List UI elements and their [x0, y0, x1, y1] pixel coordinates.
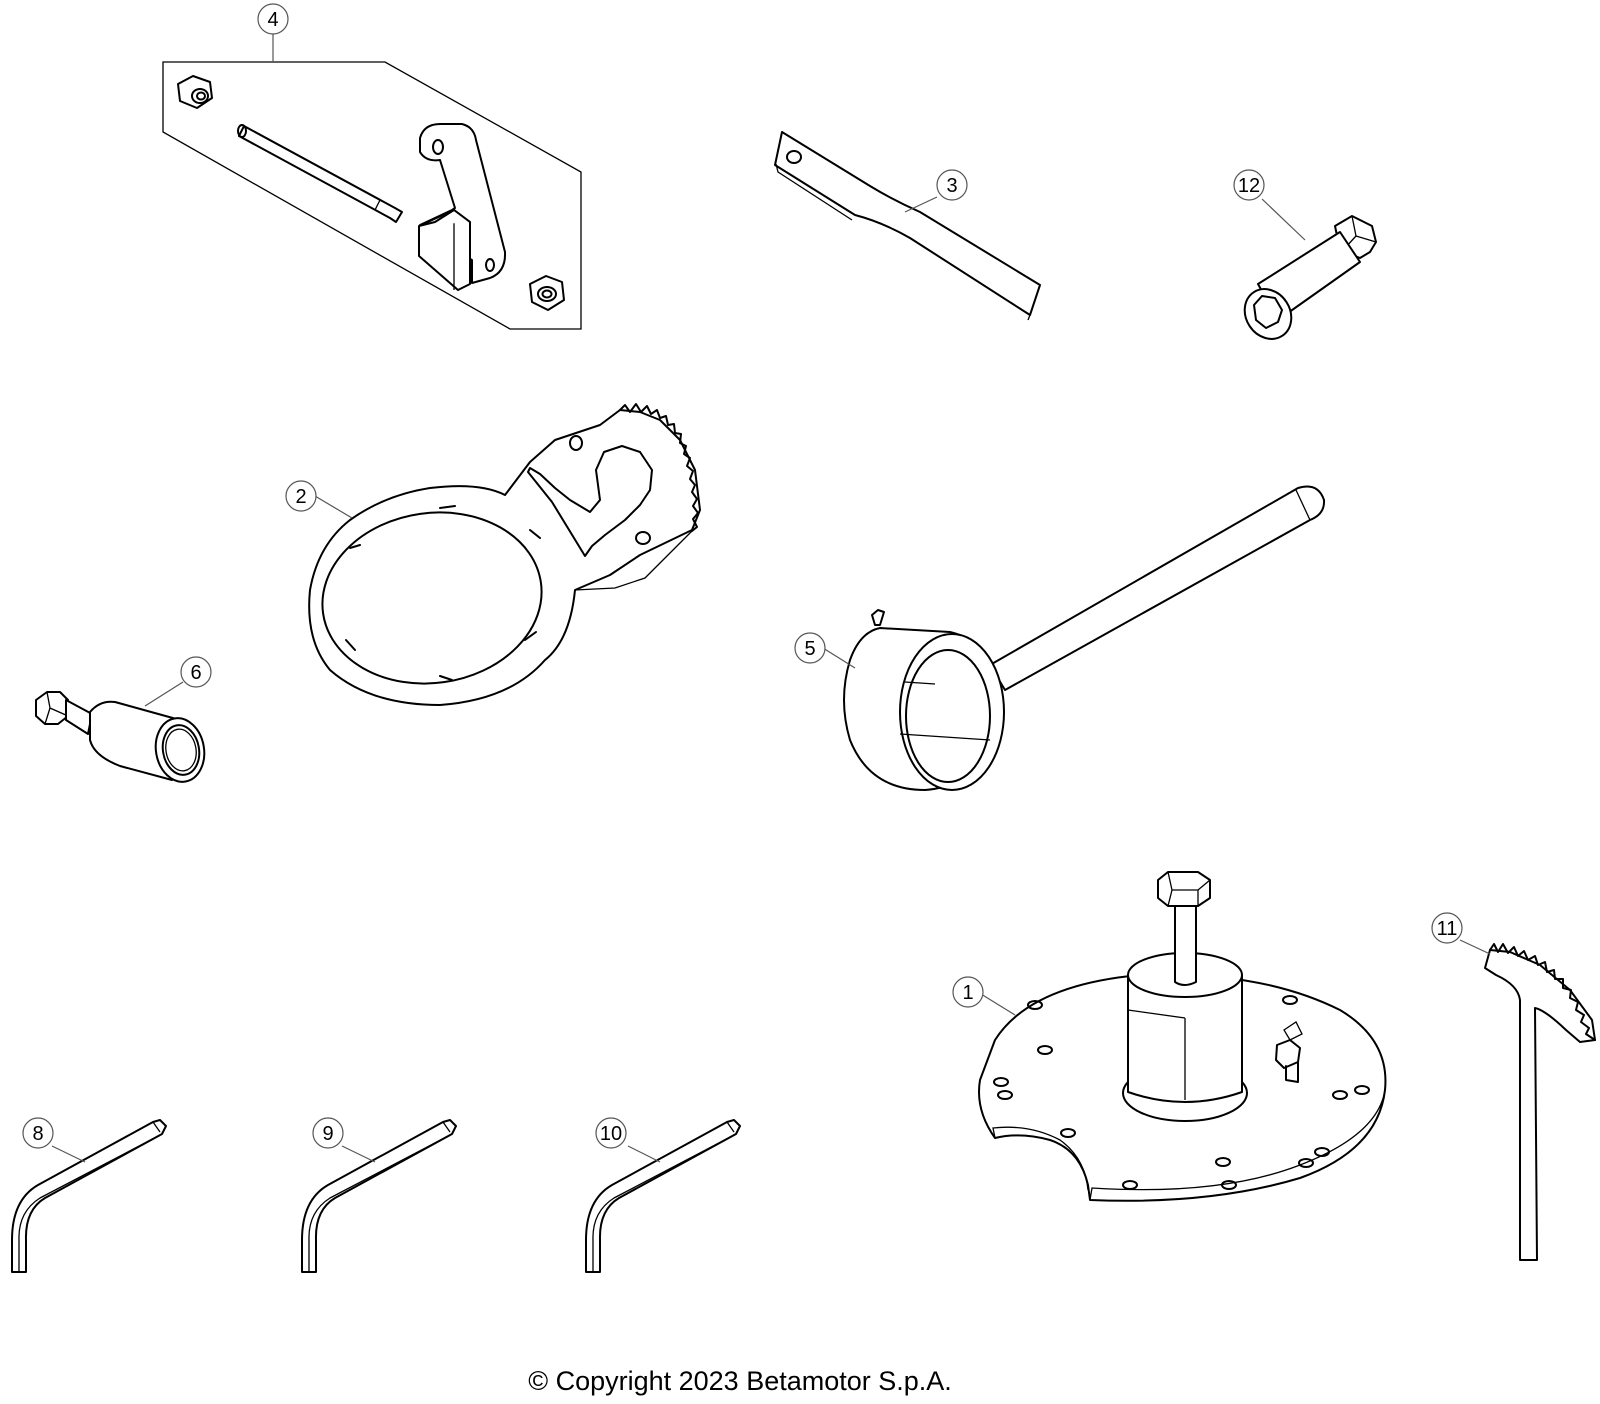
part-8-hex-key — [11, 1119, 167, 1273]
callout-2: 2 — [295, 486, 306, 508]
callout-11: 11 — [1437, 918, 1458, 940]
part-1-plate-puller — [978, 871, 1387, 1202]
part-4-kit — [162, 61, 582, 330]
callout-5: 5 — [804, 638, 815, 660]
long-pin — [237, 124, 403, 223]
part-6-puller — [35, 691, 206, 783]
part-11-toothed-hook — [1484, 943, 1596, 1261]
part-12-socket — [1243, 215, 1377, 340]
callout-1: 1 — [962, 982, 973, 1004]
locking-bracket — [418, 123, 507, 291]
part-10-hex-key — [585, 1119, 741, 1273]
part-2-ring-holder — [308, 403, 701, 706]
part-3-flat-tool — [774, 131, 1041, 321]
callout-8: 8 — [32, 1123, 43, 1145]
flange-nut-top — [177, 75, 213, 109]
callout-3: 3 — [946, 175, 957, 197]
callout-10: 10 — [600, 1123, 622, 1145]
copyright-text: © Copyright 2023 Betamotor S.p.A. — [528, 1366, 952, 1396]
part-9-hex-key — [301, 1119, 457, 1273]
callout-12: 12 — [1238, 175, 1260, 197]
callout-6: 6 — [190, 662, 201, 684]
callout-9: 9 — [322, 1123, 333, 1145]
part-5-wrench — [843, 485, 1326, 791]
flange-nut-bottom — [529, 275, 565, 311]
callout-4: 4 — [267, 9, 278, 31]
